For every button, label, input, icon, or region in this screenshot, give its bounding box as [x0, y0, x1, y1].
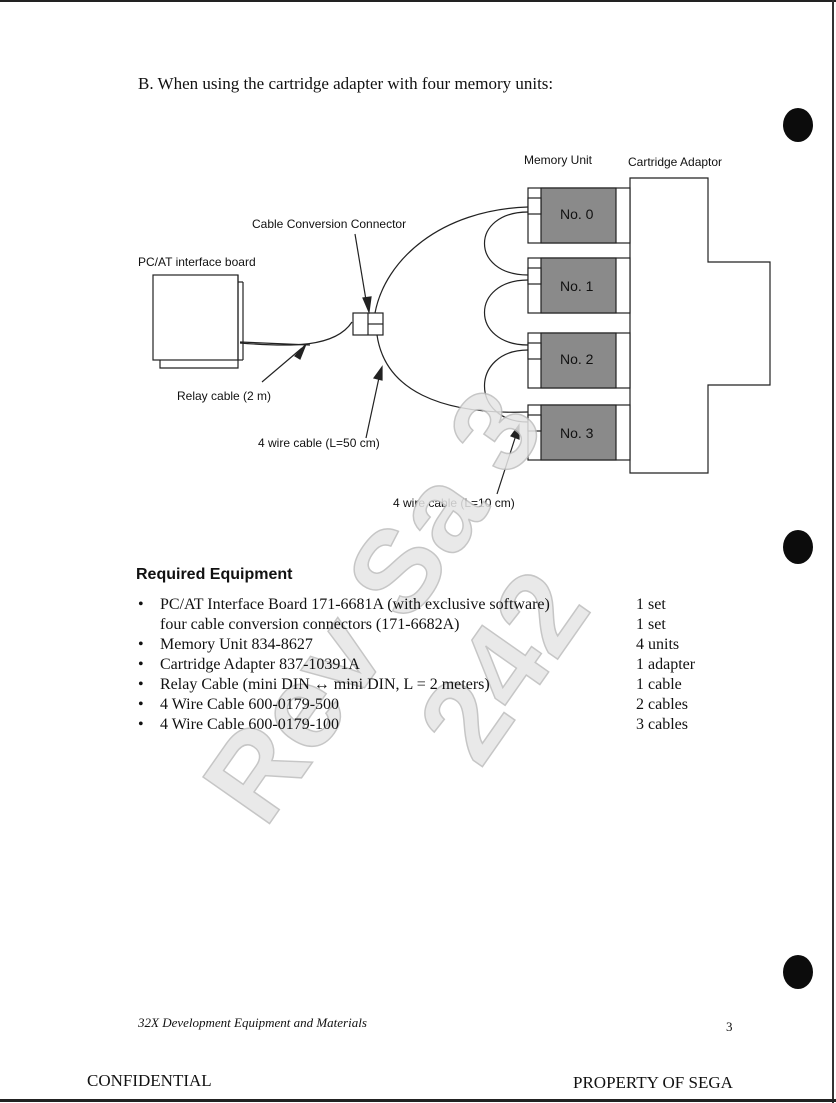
footer-document-title: 32X Development Equipment and Materials: [138, 1015, 367, 1030]
label-relay-cable: Relay cable (2 m): [177, 389, 272, 403]
equipment-text: PC/AT Interface Board 171-6681A (with ex…: [160, 596, 550, 613]
equipment-qty: 1 set: [636, 616, 666, 633]
memory-unit-1-label: No. 1: [560, 278, 594, 294]
pointer-lines: [261, 233, 520, 495]
bullet: •: [138, 656, 144, 673]
section-heading: B. When using the cartridge adapter with…: [138, 74, 554, 93]
label-pc-at-board: PC/AT interface board: [138, 255, 256, 269]
equipment-text: 4 Wire Cable 600-0179-500: [160, 696, 340, 713]
equipment-qty: 4 units: [636, 636, 680, 653]
wire-loop-1-2: [483, 279, 529, 346]
memory-unit-0-label: No. 0: [560, 206, 594, 222]
equipment-qty: 3 cables: [636, 716, 688, 733]
bullet: •: [138, 716, 144, 733]
equipment-text: 4 Wire Cable 600-0179-100: [160, 716, 340, 733]
equipment-qty: 1 adapter: [636, 656, 696, 673]
equipment-qty: 1 cable: [636, 676, 682, 693]
connection-diagram: No. 0 No. 1 No. 2 No. 3: [152, 177, 771, 495]
binder-hole-middle: [783, 530, 813, 564]
bullet: •: [138, 636, 144, 653]
cartridge-adaptor: [629, 177, 771, 474]
wire-cable-50-lower: [376, 334, 529, 413]
equipment-qty: 1 set: [636, 596, 666, 613]
wire-loop-0-1: [483, 211, 529, 276]
equipment-text: Memory Unit 834-8627: [160, 636, 313, 653]
property-label: PROPERTY OF SEGA: [573, 1073, 733, 1092]
binder-hole-top: [783, 108, 813, 142]
equipment-text: four cable conversion connectors (171-66…: [160, 616, 460, 633]
label-wire-cable-50: 4 wire cable (L=50 cm): [258, 436, 380, 450]
required-equipment-title: Required Equipment: [136, 566, 293, 583]
label-cartridge-adaptor: Cartridge Adaptor: [628, 155, 723, 169]
memory-unit-3: No. 3: [527, 404, 631, 461]
binder-hole-bottom: [783, 955, 813, 989]
memory-unit-0: No. 0: [527, 187, 631, 244]
label-memory-unit: Memory Unit: [524, 153, 593, 167]
memory-unit-3-label: No. 3: [560, 425, 594, 441]
equipment-text: Relay Cable (mini DIN ↔ mini DIN, L = 2 …: [160, 676, 490, 693]
memory-unit-2: No. 2: [527, 332, 631, 389]
wire-cable-50-upper: [374, 206, 529, 314]
relay-cable: [239, 321, 353, 346]
bullet: •: [138, 596, 144, 613]
bullet: •: [138, 696, 144, 713]
page-right-border: [832, 0, 834, 1103]
page-bottom-border: [0, 1099, 836, 1102]
pc-at-board: [152, 274, 311, 369]
page-number: 3: [726, 1019, 733, 1034]
bullet: •: [138, 676, 144, 693]
memory-unit-2-label: No. 2: [560, 351, 594, 367]
label-wire-cable-10: 4 wire cable (L=10 cm): [393, 496, 515, 510]
equipment-text: Cartridge Adapter 837-10391A: [160, 656, 360, 673]
label-cable-conversion-connector: Cable Conversion Connector: [252, 217, 407, 231]
cable-conversion-connector: [352, 312, 384, 336]
memory-unit-1: No. 1: [527, 257, 631, 314]
watermark-line-2: 242: [393, 548, 614, 785]
page-top-border: [0, 0, 836, 2]
confidential-label: CONFIDENTIAL: [87, 1071, 212, 1090]
equipment-qty: 2 cables: [636, 696, 688, 713]
wire-loop-2-3: [483, 349, 529, 423]
